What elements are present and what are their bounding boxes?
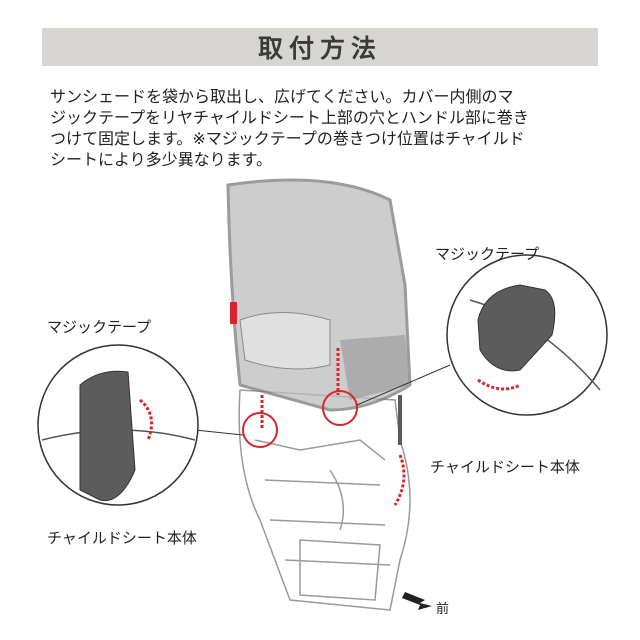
detail-circle-left [37, 344, 199, 506]
label-velcro-left: マジックテープ [47, 318, 152, 336]
instruction-line: シートにより多少異なります。 [50, 150, 273, 169]
label-seat-left: チャイルドシート本体 [47, 529, 197, 547]
label-seat-right: チャイルドシート本体 [430, 458, 580, 476]
instruction-line: ジックテープをリヤチャイルドシート上部の穴とハンドル部に巻き [50, 108, 529, 127]
instructions-text: サンシェードを袋から取出し、広げてください。カバー内側のマ ジックテープをリヤチ… [50, 86, 610, 170]
section-title: 取付方法 [257, 34, 382, 63]
section-header: 取付方法 [42, 28, 598, 66]
instruction-line: サンシェードを袋から取出し、広げてください。カバー内側のマ [50, 87, 514, 106]
detail-circle-right [446, 254, 608, 416]
label-velcro-right: マジックテープ [435, 245, 540, 263]
front-arrow-icon [402, 592, 432, 610]
detail-marker-right [322, 390, 358, 426]
direction-arrows [260, 348, 406, 506]
detail-marker-left [242, 412, 278, 448]
label-front: 前 [436, 602, 450, 617]
instruction-line: つけて固定します。※マジックテープの巻きつけ位置はチャイルド [50, 129, 525, 148]
child-seat-illustration [238, 389, 411, 611]
